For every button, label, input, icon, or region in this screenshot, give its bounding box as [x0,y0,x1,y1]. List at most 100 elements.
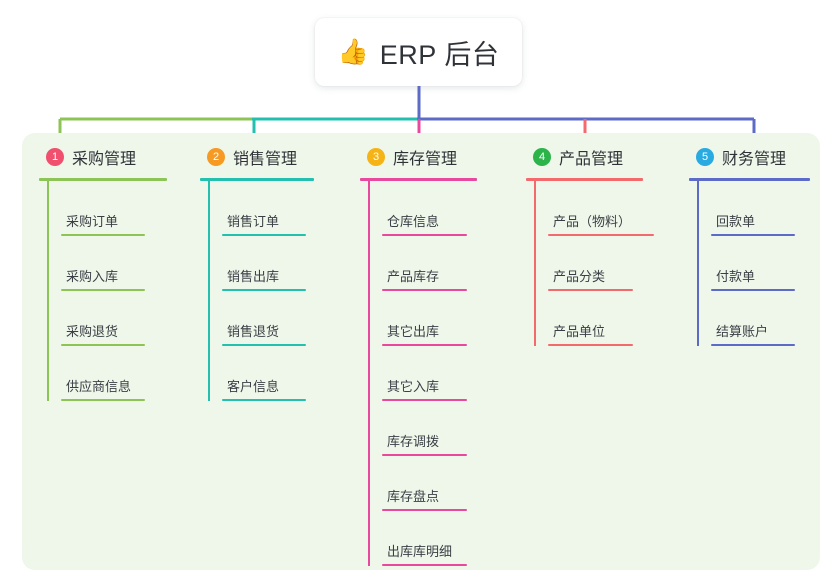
column-item-list-5: 回款单付款单结算账户 [689,181,820,346]
menu-item-underline [222,234,306,236]
menu-item-underline [382,454,467,456]
menu-item[interactable]: 付款单 [711,236,820,291]
menu-item-label: 采购退货 [66,324,119,339]
column-header-5[interactable]: 5 财务管理 [689,143,820,171]
column-item-list-4: 产品（物料） 产品分类产品单位 [526,181,676,346]
column-underline-3 [360,178,477,181]
column-underline-4 [526,178,643,181]
menu-item[interactable]: 销售出库 [222,236,347,291]
menu-item-underline [711,289,795,291]
menu-item-label: 产品单位 [553,324,606,339]
menu-item-label: 仓库信息 [387,214,440,229]
column-underline-5 [689,178,810,181]
column-header-1[interactable]: 1 采购管理 [39,143,187,171]
column-title-4: 产品管理 [559,151,624,168]
menu-item-label: 销售订单 [227,214,280,229]
menu-item-underline [711,344,795,346]
menu-item-underline [548,234,654,236]
column-4: 4 产品管理产品（物料） 产品分类产品单位 [513,133,676,570]
column-header-4[interactable]: 4 产品管理 [526,143,676,171]
menu-item-label: 付款单 [716,269,756,284]
menu-item-label: 采购订单 [66,214,119,229]
menu-item-underline [222,289,306,291]
menu-item-label: 库存盘点 [387,489,440,504]
menu-item[interactable]: 供应商信息 [61,346,187,401]
column-spine-2 [208,181,210,401]
menu-item-label: 采购入库 [66,269,119,284]
menu-item[interactable]: 仓库信息 [382,181,513,236]
menu-item[interactable]: 产品单位 [548,291,676,346]
menu-item[interactable]: 客户信息 [222,346,347,401]
menu-item-label: 其它出库 [387,324,440,339]
column-spine-1 [47,181,49,401]
column-spine-5 [697,181,699,346]
menu-item-underline [382,234,467,236]
column-badge-2: 2 [207,148,225,166]
menu-item-label: 产品库存 [387,269,440,284]
column-title-5: 财务管理 [722,151,787,168]
column-badge-3: 3 [367,148,385,166]
menu-item[interactable]: 产品分类 [548,236,676,291]
menu-item-underline [382,509,467,511]
menu-item[interactable]: 产品库存 [382,236,513,291]
menu-item-label: 结算账户 [716,324,769,339]
menu-item-underline [61,234,145,236]
column-underline-2 [200,178,314,181]
menu-item[interactable]: 采购退货 [61,291,187,346]
column-badge-5: 5 [696,148,714,166]
menu-item[interactable]: 销售退货 [222,291,347,346]
menu-item-underline [382,564,467,566]
menu-item[interactable]: 采购入库 [61,236,187,291]
menu-item-underline [222,399,306,401]
menu-item[interactable]: 销售订单 [222,181,347,236]
column-item-list-2: 销售订单销售出库销售退货客户信息 [200,181,347,401]
column-5: 5 财务管理回款单付款单结算账户 [676,133,820,570]
menu-item-label: 销售出库 [227,269,280,284]
column-1: 1 采购管理采购订单采购入库采购退货供应商信息 [22,133,187,570]
column-3: 3 库存管理仓库信息产品库存其它出库其它入库库存调拨库存盘点出库库明细 [347,133,513,570]
column-item-list-3: 仓库信息产品库存其它出库其它入库库存调拨库存盘点出库库明细 [360,181,513,566]
menu-item-underline [548,344,633,346]
column-spine-3 [368,181,370,566]
column-item-list-1: 采购订单采购入库采购退货供应商信息 [39,181,187,401]
page-title: ERP 后台 [379,39,500,70]
menu-item[interactable]: 其它出库 [382,291,513,346]
root-node-card[interactable]: 👍 ERP 后台 [315,18,522,86]
column-badge-4: 4 [533,148,551,166]
menu-item-underline [222,344,306,346]
menu-item-underline [61,399,145,401]
column-spine-4 [534,181,536,346]
column-badge-1: 1 [46,148,64,166]
column-title-1: 采购管理 [72,151,137,168]
menu-item-underline [711,234,795,236]
diagram-panel [22,133,820,570]
menu-item-label: 产品（物料） [553,214,632,229]
column-title-3: 库存管理 [393,151,458,168]
menu-item-label: 回款单 [716,214,756,229]
menu-item-underline [382,399,467,401]
menu-item-underline [382,289,467,291]
column-underline-1 [39,178,167,181]
menu-item-label: 供应商信息 [66,379,132,394]
menu-item[interactable]: 出库库明细 [382,511,513,566]
thumbs-up-icon: 👍 [337,37,369,66]
menu-item-underline [61,289,145,291]
menu-item[interactable]: 其它入库 [382,346,513,401]
menu-item-underline [382,344,467,346]
menu-item-label: 产品分类 [553,269,606,284]
menu-item-label: 客户信息 [227,379,280,394]
menu-item[interactable]: 回款单 [711,181,820,236]
menu-item-label: 出库库明细 [387,544,453,559]
menu-item[interactable]: 库存盘点 [382,456,513,511]
menu-item[interactable]: 采购订单 [61,181,187,236]
menu-item[interactable]: 产品（物料） [548,181,676,236]
menu-item[interactable]: 结算账户 [711,291,820,346]
menu-item[interactable]: 库存调拨 [382,401,513,456]
menu-item-underline [61,344,145,346]
column-header-3[interactable]: 3 库存管理 [360,143,513,171]
menu-item-label: 销售退货 [227,324,280,339]
menu-item-label: 其它入库 [387,379,440,394]
